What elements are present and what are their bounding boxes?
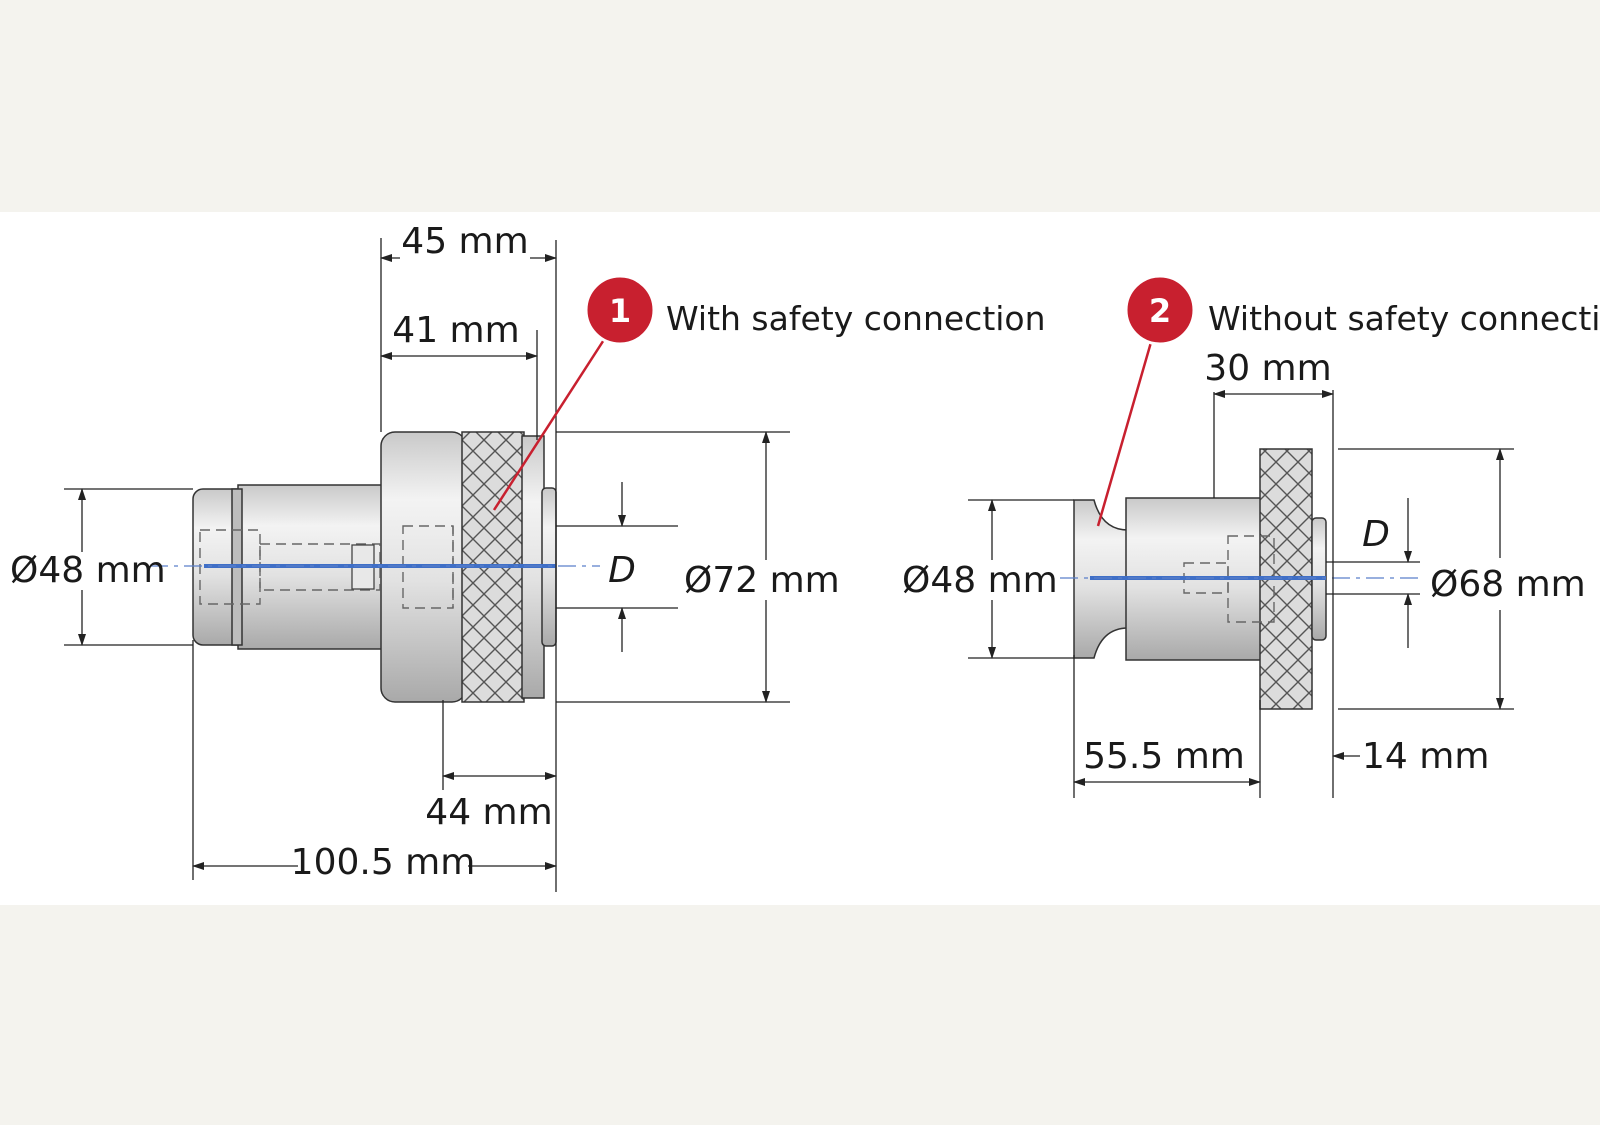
- variant-2-badge-number: 2: [1149, 292, 1171, 330]
- variant-1-dim-45: 45 mm: [401, 221, 528, 262]
- variant-2-diameter-48: Ø48 mm: [902, 560, 1058, 601]
- variant-2-dim-30: 30 mm: [1204, 348, 1331, 389]
- variant-1-badge-number: 1: [609, 292, 631, 330]
- variant-1-badge: [584, 274, 656, 346]
- variant-1-diameter-72: Ø72 mm: [684, 560, 840, 601]
- variant-2-d-label: D: [1362, 514, 1390, 555]
- variant-2-leader-line: [1096, 317, 1160, 527]
- variant-2-diameter-68: Ø68 mm: [1430, 564, 1586, 605]
- variant-1-dim-41: 41 mm: [392, 310, 519, 351]
- variant-2-dim-55-5: 55.5 mm: [1083, 736, 1245, 777]
- variant-2-dimension-lines: [968, 386, 1514, 798]
- variant-1-d-label: D: [608, 550, 636, 591]
- variant-2-badge: [1124, 274, 1196, 346]
- variant-1-diameter-48: Ø48 mm: [10, 550, 166, 591]
- variant-1-dim-44: 44 mm: [425, 792, 552, 833]
- variant-1-label: With safety connection: [666, 299, 1046, 338]
- variant-1-dim-100-5: 100.5 mm: [291, 842, 476, 883]
- variant-1-leader-line: [492, 317, 620, 511]
- variant-2-dim-14: 14 mm: [1362, 736, 1489, 777]
- variant-2-label: Without safety connection: [1208, 299, 1600, 338]
